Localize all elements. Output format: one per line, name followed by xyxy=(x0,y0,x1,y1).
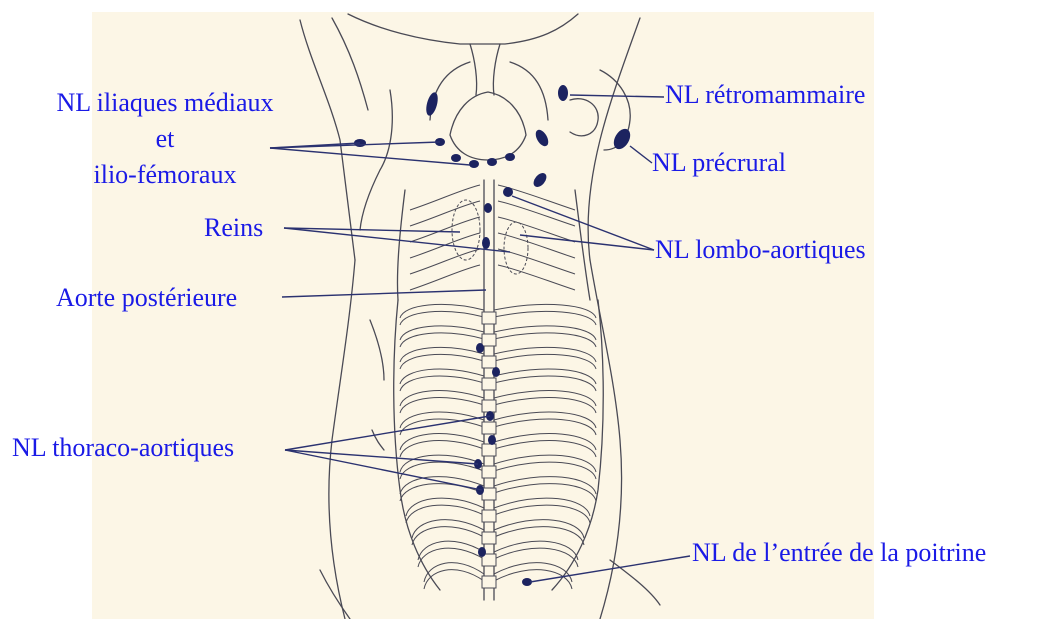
label-precrural: NL précrural xyxy=(652,148,786,178)
label-iliaques-line3: ilio-fémoraux xyxy=(20,160,310,190)
label-iliaques-line2: et xyxy=(20,124,310,154)
node-thoraco-2 xyxy=(492,367,500,377)
node-iliaque-7 xyxy=(505,153,515,161)
node-lombo-3 xyxy=(484,203,492,213)
node-iliaque-4 xyxy=(451,154,461,162)
vertebra xyxy=(482,378,496,390)
label-aorte-posterieure: Aorte postérieure xyxy=(56,283,237,313)
node-thoraco-4 xyxy=(488,435,496,445)
vertebra xyxy=(482,576,496,588)
node-retromammaire xyxy=(558,85,568,101)
vertebra xyxy=(482,400,496,412)
label-thoraco-aortiques: NL thoraco-aortiques xyxy=(12,433,234,463)
node-thoraco-7 xyxy=(478,547,486,557)
vertebra xyxy=(482,488,496,500)
label-lombo-aortiques: NL lombo-aortiques xyxy=(655,235,866,265)
vertebra xyxy=(482,312,496,324)
vertebra xyxy=(482,532,496,544)
vertebra xyxy=(482,422,496,434)
vertebra xyxy=(482,356,496,368)
node-iliaque-6 xyxy=(487,158,497,166)
node-thoraco-1 xyxy=(476,343,484,353)
label-iliaques-line1: NL iliaques médiaux xyxy=(20,88,310,118)
label-entree-poitrine: NL de l’entrée de la poitrine xyxy=(692,538,986,568)
label-reins: Reins xyxy=(204,213,263,243)
label-retromammaire: NL rétromammaire xyxy=(665,80,865,110)
node-iliaque-5 xyxy=(469,160,479,168)
node-lombo-1 xyxy=(503,187,513,197)
vertebra xyxy=(482,444,496,456)
node-lombo-4 xyxy=(482,237,490,249)
vertebra xyxy=(482,334,496,346)
vertebra xyxy=(482,510,496,522)
vertebra xyxy=(482,466,496,478)
